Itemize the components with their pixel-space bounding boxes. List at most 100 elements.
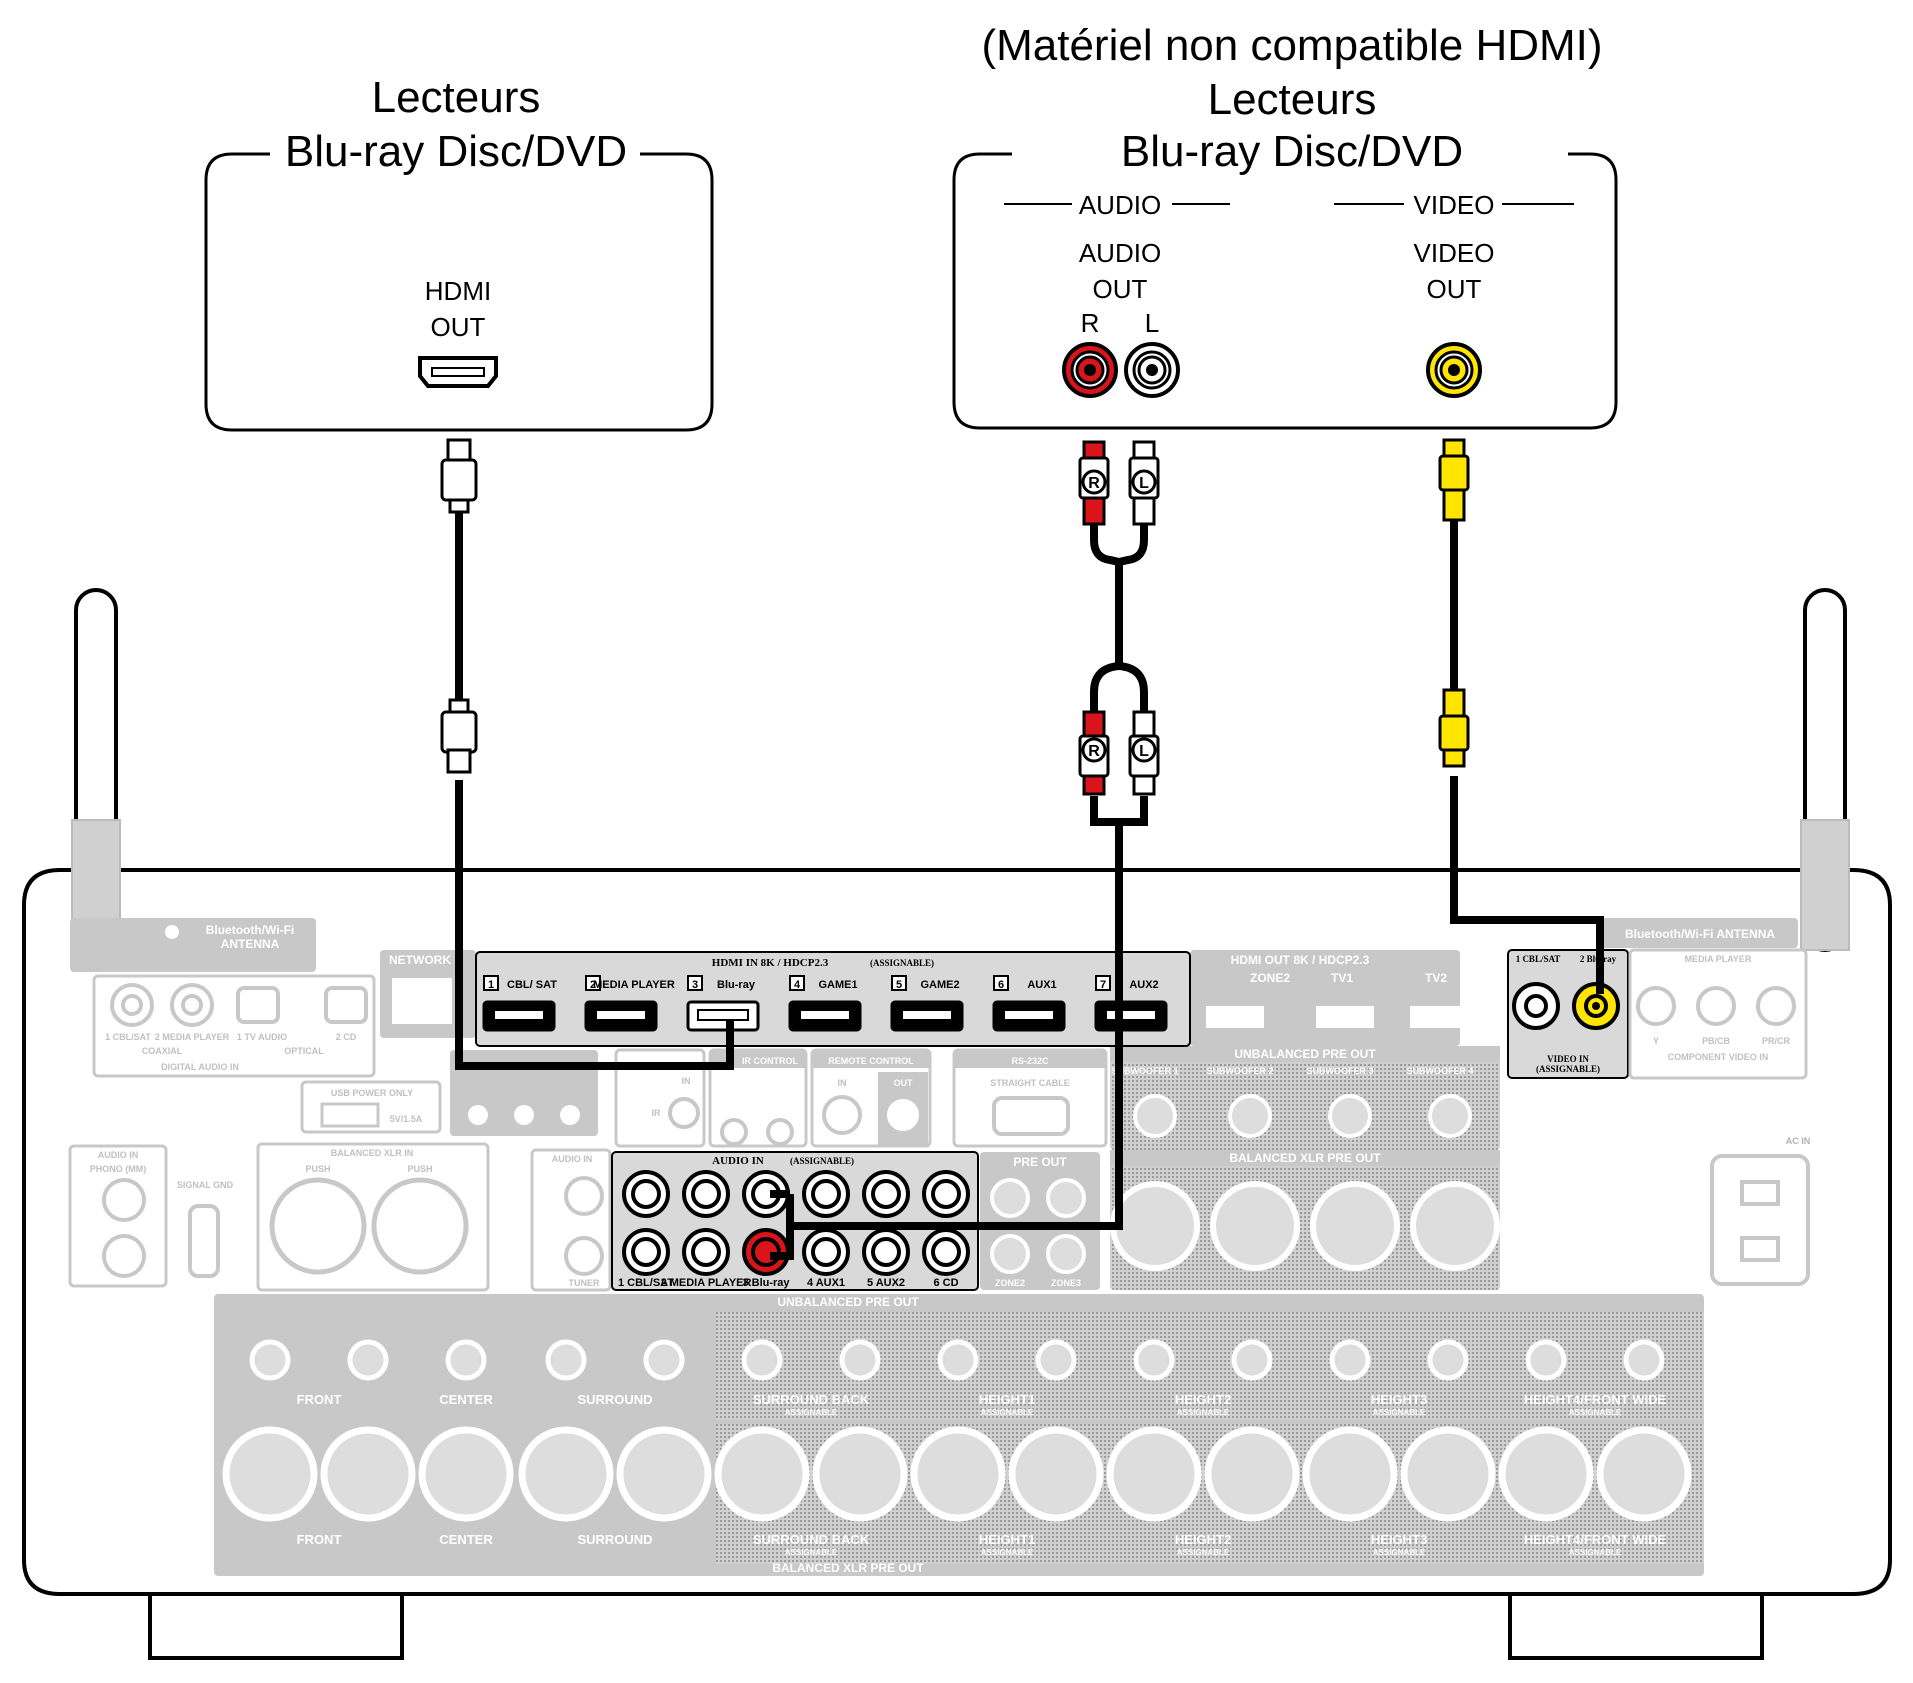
audio-in-jack-inner-6-r: [931, 1237, 961, 1267]
audio-out-l-jack: [1124, 342, 1180, 398]
ir-jack-1: [720, 1118, 748, 1146]
tuner-label: TUNER: [569, 1278, 600, 1288]
audio-in-label-1: 1 CBL/SAT: [618, 1277, 674, 1289]
zone2-r-jack: [990, 1234, 1030, 1274]
speaker-label-2-1: SURROUND: [577, 1532, 652, 1547]
speaker-label-7-0: HEIGHT4/FRONT WIDE: [1524, 1392, 1667, 1407]
audio-in-jack-inner-4-l: [811, 1179, 841, 1209]
speaker-assignable-5-0: ASSIGNABLE: [1177, 1408, 1230, 1417]
speaker-assignable-3-0: ASSIGNABLE: [785, 1408, 838, 1417]
sub-xlr-jacks: [1110, 1181, 1500, 1271]
video-in-label: VIDEO IN: [1547, 1054, 1589, 1064]
speaker-rca-0-0: [249, 1339, 291, 1381]
speaker-xlr-6-0: [1302, 1426, 1398, 1522]
speaker-label-6-1: HEIGHT3: [1371, 1532, 1427, 1547]
left-device-title-2: Blu-ray Disc/DVD: [285, 127, 627, 176]
ir-in-label: IN: [682, 1076, 691, 1086]
hdmi-in-label-5: GAME2: [920, 979, 959, 991]
hdmi-in-num-box-1: [483, 975, 499, 991]
bt-antenna-right-panel: [1600, 918, 1798, 948]
hdmi-out-header: HDMI OUT 8K / HDCP2.3: [1231, 953, 1370, 967]
receiver: Bluetooth/Wi-Fi ANTENNA Bluetooth/Wi-Fi …: [22, 588, 1892, 1660]
audio-l-label: L: [1145, 308, 1159, 338]
bt-antenna-right-label: Bluetooth/Wi-Fi ANTENNA: [1625, 927, 1775, 941]
ac-in-label: AC IN: [1786, 1136, 1811, 1146]
left-device-box: [204, 152, 714, 432]
rs232c-label: RS-232C: [1011, 1056, 1049, 1066]
hdmi-in-ports: [482, 1000, 1168, 1032]
audio-rca-cable: R L R L: [770, 440, 1160, 1260]
hdmi-in-header: HDMI IN 8K / HDCP2.3: [712, 957, 829, 969]
coax-2-label: 2 MEDIA PLAYER: [155, 1032, 230, 1042]
hdmi-out-tv1-port: [1316, 1006, 1374, 1028]
speaker-xlr-2-0: [518, 1426, 614, 1522]
hdmi-in-num-box-2: [585, 975, 601, 991]
speaker-xlr-2-1: [616, 1426, 712, 1522]
speaker-label-7-1: HEIGHT4/FRONT WIDE: [1524, 1532, 1667, 1547]
opt-2-label: 2 CD: [336, 1032, 357, 1042]
trigger-jack-1: [468, 1105, 488, 1125]
speaker-rca-0-1: [347, 1339, 389, 1381]
network-port: [392, 978, 452, 1024]
bt-antenna-left-label-1: Bluetooth/Wi-Fi: [206, 923, 295, 937]
speaker-label-2-0: SURROUND: [577, 1392, 652, 1407]
speaker-assignable-6-0: ASSIGNABLE: [1373, 1408, 1426, 1417]
speaker-rca-2-0: [545, 1339, 587, 1381]
ir-panel: [614, 1048, 706, 1148]
speaker-xlr-0-1: [320, 1426, 416, 1522]
tuner-panel: [530, 1148, 612, 1292]
rs232c-header: [954, 1050, 1106, 1068]
audio-out-label-1: AUDIO: [1079, 238, 1161, 268]
receiver-foot-left: [148, 1588, 404, 1660]
audio-in-jack-inner-1-r: [631, 1237, 661, 1267]
hdmi-in-label-3: Blu-ray: [717, 979, 756, 991]
sub2-label: SUBWOOFER 2: [1206, 1066, 1273, 1076]
opt-1-label: 1 TV AUDIO: [237, 1032, 287, 1042]
right-device: (Matériel non compatible HDMI) Lecteurs …: [952, 21, 1618, 430]
video-in-1-label: 1 CBL/SAT: [1516, 954, 1561, 964]
audio-in-jack-inner-4-r: [811, 1237, 841, 1267]
digital-audio-in-label: DIGITAL AUDIO IN: [161, 1062, 239, 1072]
balanced-xlr-in-panel: [256, 1142, 490, 1292]
remote-in-label: IN: [838, 1078, 847, 1088]
bottom-unbalanced-label: UNBALANCED PRE OUT: [777, 1295, 919, 1309]
speaker-rca-4-1: [1035, 1339, 1077, 1381]
rs232c-port: [992, 1096, 1070, 1136]
video-out-label-2: OUT: [1427, 274, 1482, 304]
hdmi-in-num-1: 1: [488, 979, 494, 991]
ac-in-socket: [1710, 1154, 1810, 1286]
speaker-xlr-7-0: [1498, 1426, 1594, 1522]
hdmi-in-label-4: GAME1: [818, 979, 857, 991]
hdmi-in-label-2: MEDIA PLAYER: [593, 979, 675, 991]
balanced-xlr-sub-label: BALANCED XLR PRE OUT: [1229, 1151, 1381, 1165]
straight-cable-label: STRAIGHT CABLE: [990, 1078, 1070, 1088]
speaker-rca-4-0: [937, 1339, 979, 1381]
right-device-note: (Matériel non compatible HDMI): [981, 21, 1602, 70]
ir-jack-2: [766, 1118, 794, 1146]
unbalanced-pre-out-label: UNBALANCED PRE OUT: [1234, 1047, 1376, 1061]
tuner-r-jack: [564, 1236, 604, 1276]
xlr-in-r-jack: [371, 1177, 469, 1275]
zone3-r-jack: [1046, 1234, 1086, 1274]
speaker-assignable-6-1: ASSIGNABLE: [1373, 1548, 1426, 1557]
bt-antenna-left-label-2: ANTENNA: [221, 937, 280, 951]
hdmi-in-num-box-6: [993, 975, 1009, 991]
video-cable: [1438, 438, 1604, 994]
speaker-rca-3-1: [839, 1339, 881, 1381]
xlr-push-l-label: PUSH: [305, 1164, 330, 1174]
antenna-right: [1800, 588, 1850, 952]
remote-out-jack: [883, 1095, 923, 1135]
hdmi-in-num-box-4: [789, 975, 805, 991]
speaker-assignable-3-1: ASSIGNABLE: [785, 1548, 838, 1557]
usb-rating-label: 5V/1.5A: [390, 1114, 423, 1124]
bottom-plug-l-label: L: [1139, 743, 1149, 760]
phono-audio-in-label: AUDIO IN: [98, 1150, 139, 1160]
hdmi-in-num-7: 7: [1100, 979, 1106, 991]
hdmi-in-num-2: 2: [590, 979, 596, 991]
speaker-xlr-5-1: [1204, 1426, 1300, 1522]
hdmi-in-num-4: 4: [794, 979, 801, 991]
trigger-jack-3: [560, 1105, 580, 1125]
zone3-l-jack: [1046, 1178, 1086, 1218]
phono-r-jack: [102, 1234, 146, 1278]
